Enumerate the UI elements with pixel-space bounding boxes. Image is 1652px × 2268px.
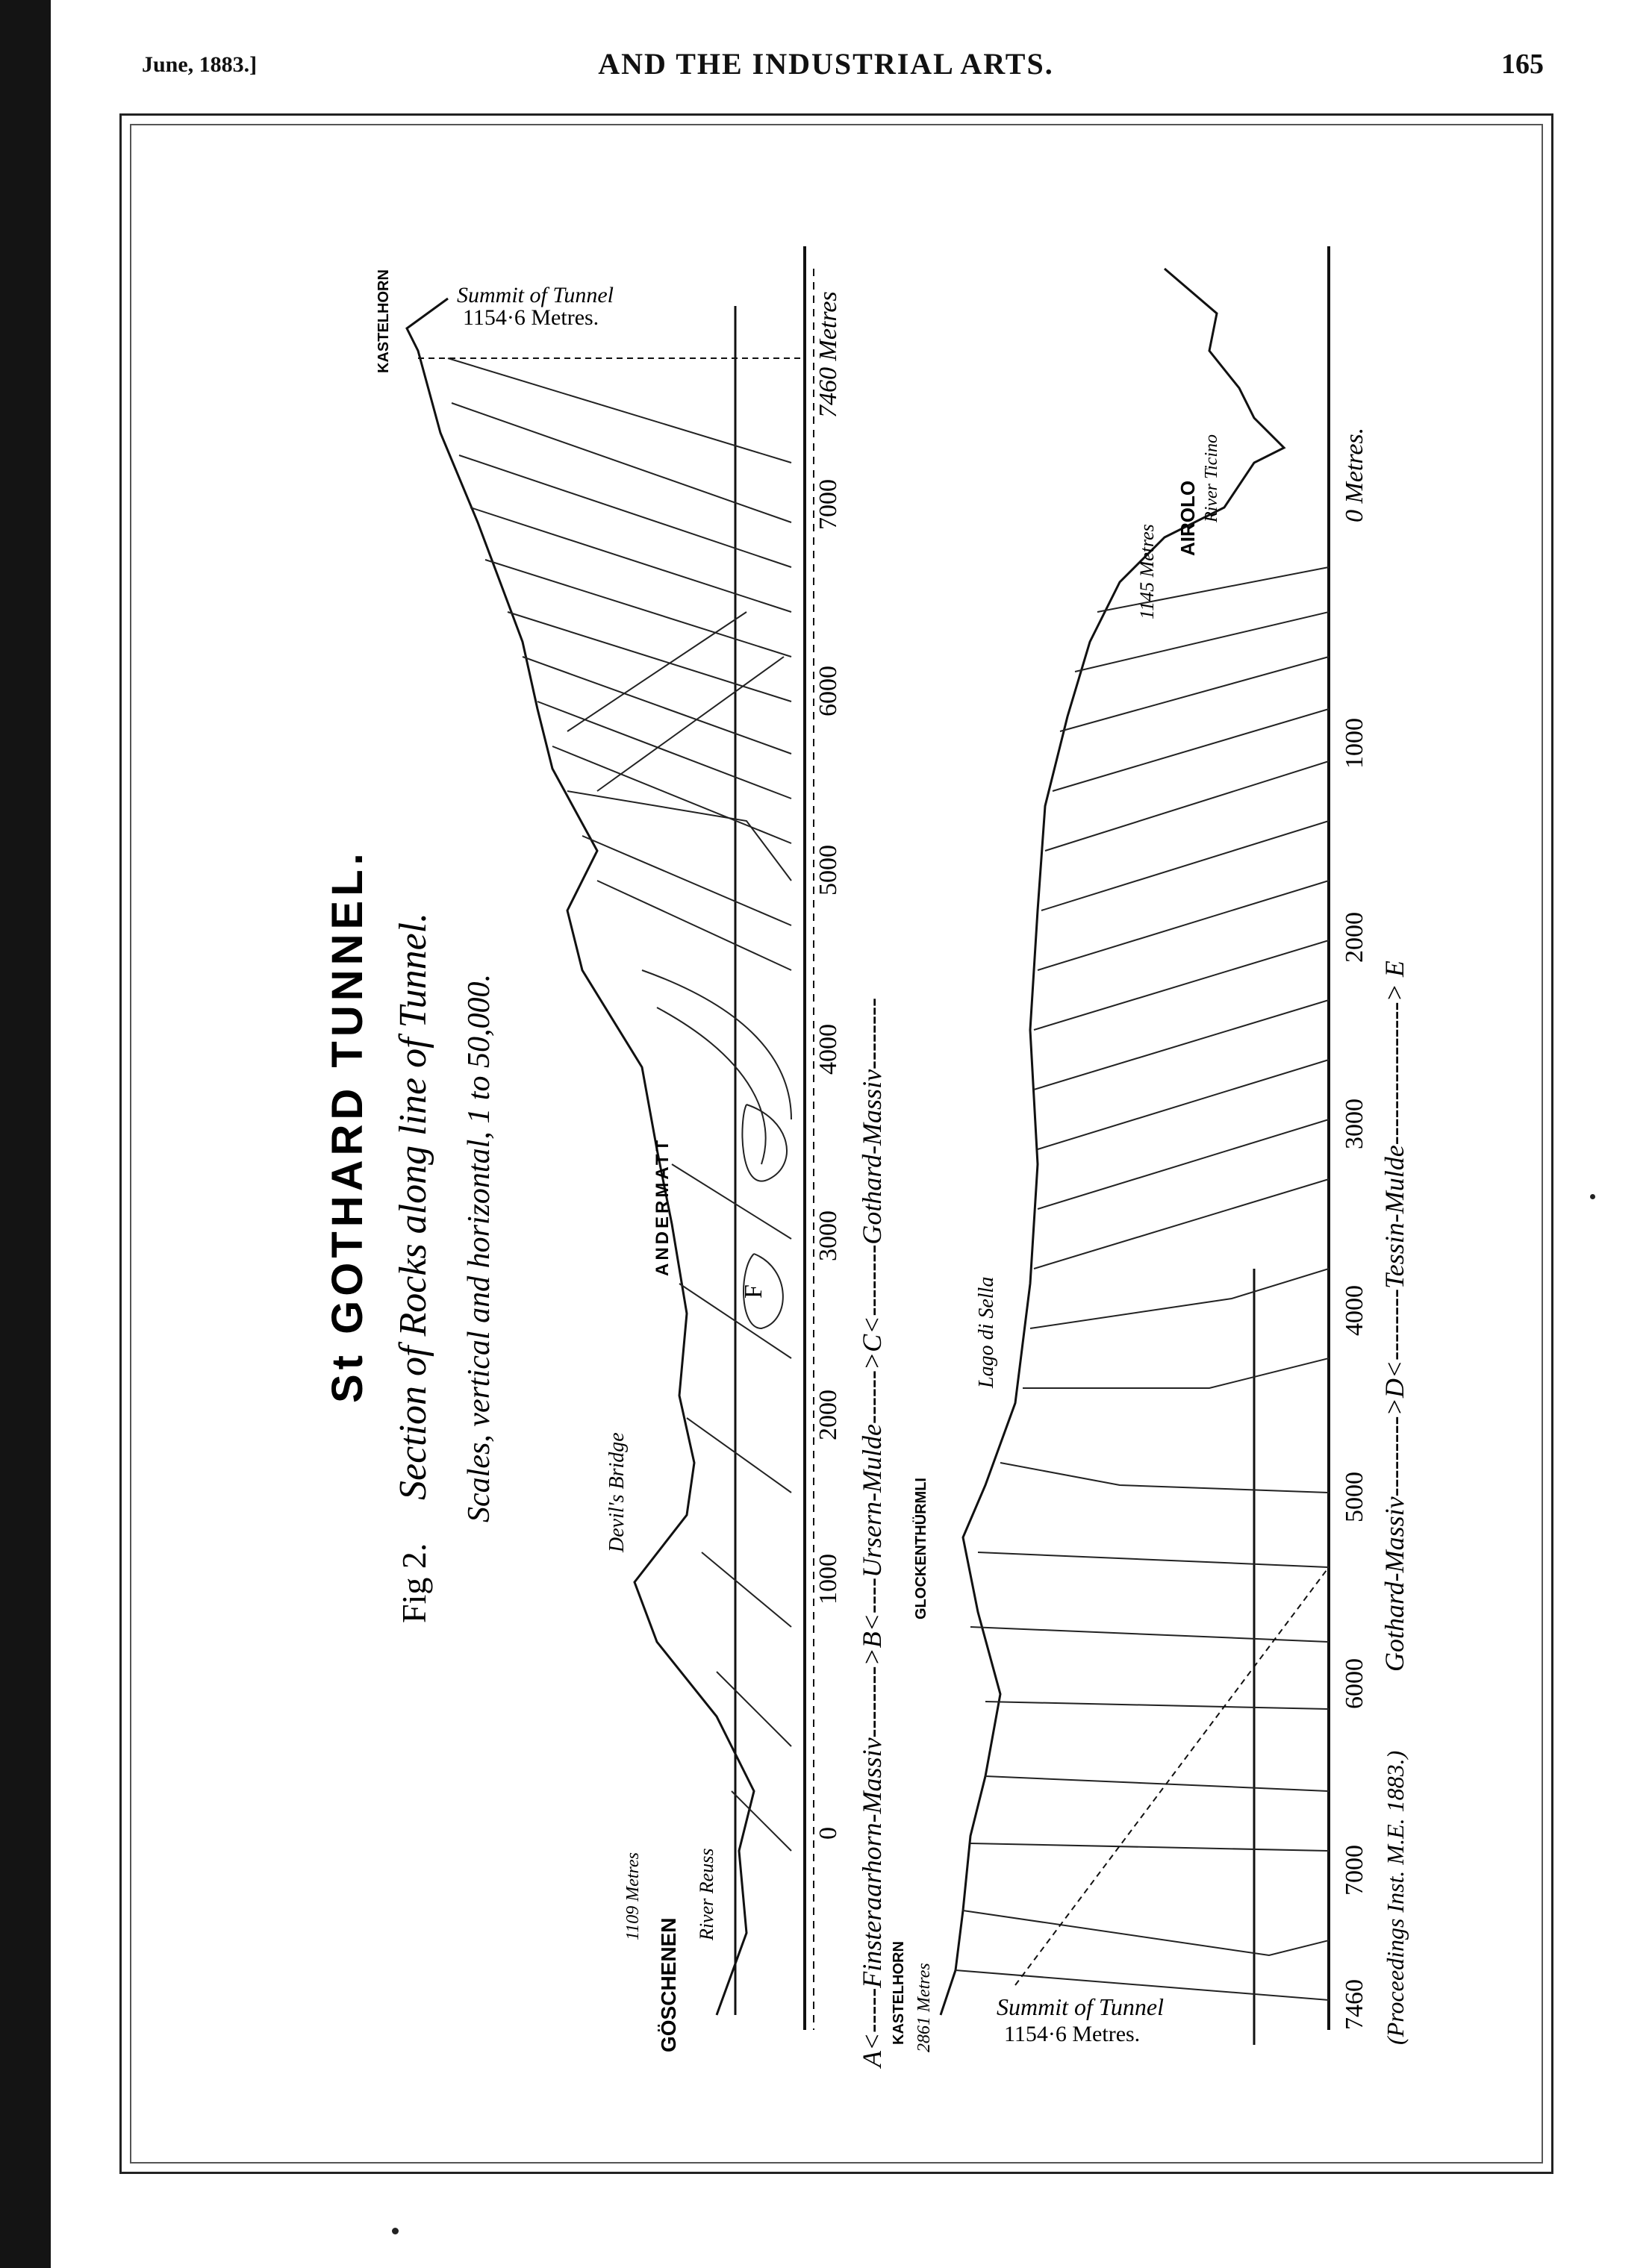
lower-tick-5000: 5000 — [1341, 1472, 1368, 1522]
figure-subtitle: Section of Rocks along line of Tunnel. — [392, 913, 434, 1500]
running-date: June, 1883.] — [142, 52, 258, 77]
lower-scale-ticks: 0 Metres. 1000 2000 3000 4000 5000 6000 … — [1341, 428, 1368, 2030]
label-summit-height-upper: 1154·6 Metres. — [463, 305, 599, 330]
label-river-ticino: River Ticino — [1202, 434, 1221, 523]
upper-tick-4000: 4000 — [814, 1024, 842, 1075]
label-andermatt: ANDERMATT — [652, 1137, 673, 1276]
label-kastelhorn-upper: KASTELHORN — [375, 269, 392, 373]
figure-scale: Scales, vertical and horizontal, 1 to 50… — [462, 974, 496, 1522]
label-summit-lower: Summit of Tunnel — [997, 1993, 1164, 2020]
stray-mark — [1590, 1194, 1595, 1199]
upper-strata-lines — [447, 357, 792, 1852]
figure-label: Fig 2. — [395, 1543, 433, 1623]
label-airolo-height: 1145 Metres — [1136, 524, 1158, 619]
upper-massif-divisions: A<-----Finsteraarhorn-Massiv-------->B<-… — [857, 998, 887, 2069]
label-summit-upper: Summit of Tunnel — [457, 283, 614, 307]
label-kastelhorn-height: 2861 Metres — [914, 1963, 934, 2052]
lower-tick-end: 7460 — [1341, 1979, 1368, 2030]
label-glockenthurmli: GLOCKENTHÜRMLI — [912, 1478, 929, 1619]
lower-tick-2000: 2000 — [1341, 912, 1368, 963]
page-number: 165 — [1501, 49, 1544, 80]
upper-scale-ticks: 0 1000 2000 3000 4000 5000 6000 7000 746… — [814, 291, 842, 1840]
label-lago-di-sella: Lago di Sella — [975, 1277, 998, 1389]
lower-tick-6000: 6000 — [1341, 1658, 1368, 1709]
label-fault-f: F — [740, 1284, 767, 1299]
stray-mark — [392, 2228, 399, 2234]
lower-tick-3000: 3000 — [1341, 1099, 1368, 1149]
lower-tick-0: 0 Metres. — [1341, 428, 1368, 522]
upper-tick-6000: 6000 — [814, 666, 842, 716]
lower-massif-divisions: Gothard-Massiv--------->D<--------Tessin… — [1380, 960, 1409, 1672]
upper-tick-2000: 2000 — [814, 1390, 842, 1440]
figure-frame — [119, 113, 1553, 2174]
upper-tick-7000: 7000 — [814, 479, 842, 530]
upper-tick-3000: 3000 — [814, 1210, 842, 1261]
figure-title: St GOTHARD TUNNEL. — [323, 849, 372, 1403]
running-title: AND THE INDUSTRIAL ARTS. — [598, 47, 1054, 81]
lower-terrain-profile — [939, 267, 1286, 2016]
label-summit-height-lower: 1154·6 Metres. — [1004, 2022, 1140, 2046]
upper-tick-end: 7460 Metres — [814, 291, 842, 418]
upper-tick-5000: 5000 — [814, 845, 842, 896]
label-river-reuss: River Reuss — [696, 1849, 717, 1941]
upper-tick-0: 0 — [814, 1827, 842, 1840]
label-goschenen: GÖSCHENEN — [657, 1918, 680, 2052]
lower-summit-leader — [1014, 1566, 1330, 1986]
page-binding-edge — [0, 0, 51, 2268]
lower-tick-1000: 1000 — [1341, 718, 1368, 769]
label-goschenen-height: 1109 Metres — [623, 1852, 643, 1940]
lower-tick-4000: 4000 — [1341, 1285, 1368, 1336]
upper-terrain-profile — [405, 297, 755, 2016]
lower-strata-lines — [955, 566, 1330, 2001]
upper-tick-1000: 1000 — [814, 1554, 842, 1605]
figure-credit: (Proceedings Inst. M.E. 1883.) — [1382, 1751, 1409, 2045]
label-kastelhorn-lower: KASTELHORN — [891, 1941, 907, 2045]
lower-tick-7000: 7000 — [1341, 1845, 1368, 1896]
label-devils-bridge: Devil's Bridge — [605, 1432, 629, 1553]
label-airolo: AIROLO — [1176, 481, 1199, 556]
